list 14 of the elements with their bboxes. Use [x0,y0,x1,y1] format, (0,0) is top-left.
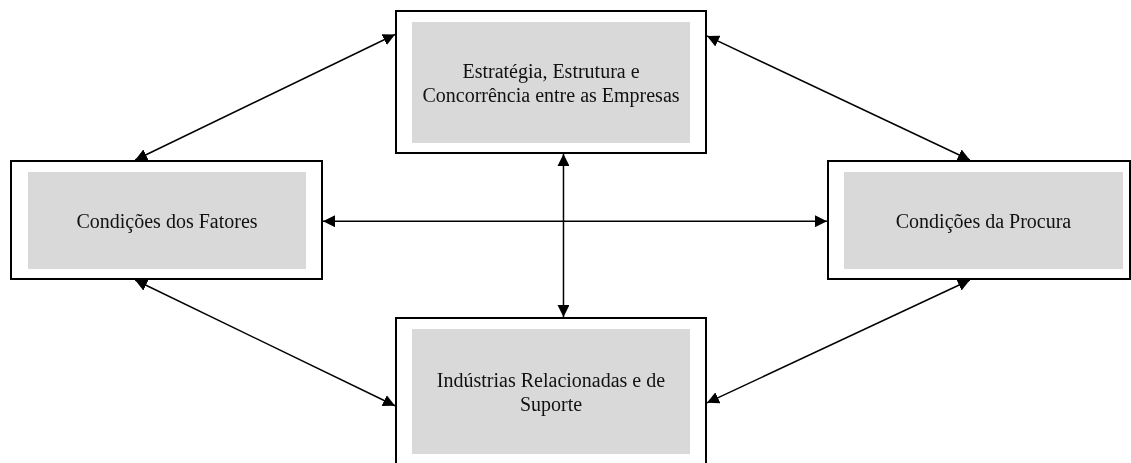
double-arrow [706,279,971,404]
double-arrow [322,215,828,228]
double-arrow [706,35,971,161]
double-arrow [134,33,396,161]
factor-box [395,317,707,463]
factor-box [395,10,707,154]
factor-box [827,160,1131,280]
box-label: Estratégia, Estrutura e Concorrência entre as Empresas [421,58,681,107]
double-arrow [134,279,396,407]
box-label: Condições da Procura [895,208,1072,233]
factor-box [10,160,323,280]
double-arrow [557,153,570,318]
box-label: Indústrias Relacionadas e de Suporte [435,367,667,416]
box-label: Condições dos Fatores [76,208,258,233]
